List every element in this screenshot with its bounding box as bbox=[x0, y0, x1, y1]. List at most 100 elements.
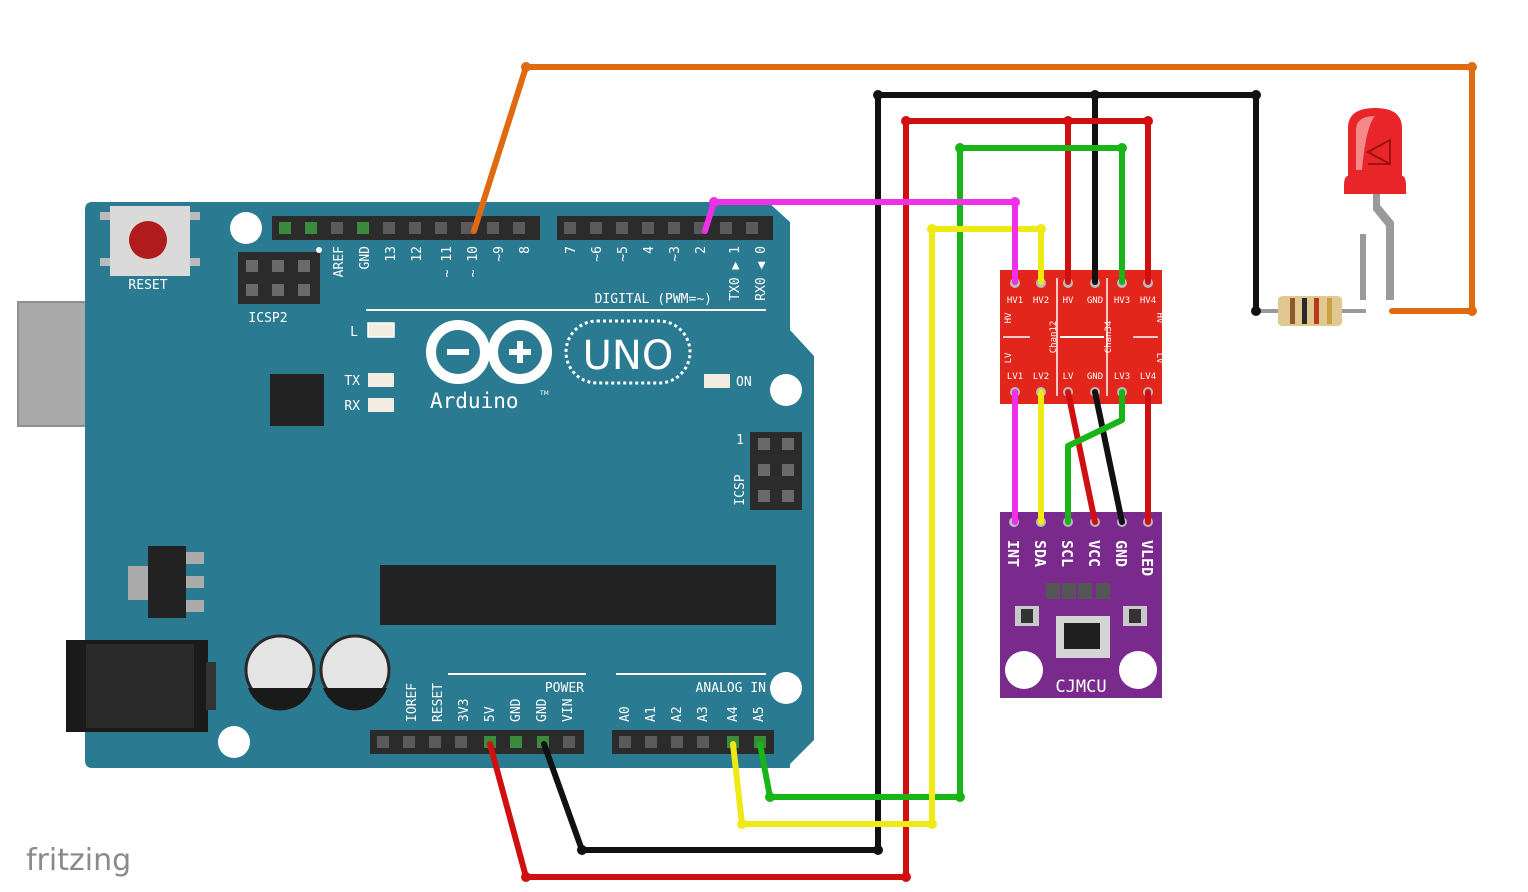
icsp-header bbox=[750, 432, 802, 510]
led-l bbox=[367, 322, 395, 338]
pin-label: 12 bbox=[410, 246, 425, 262]
sensor-pin-label: INT bbox=[1004, 540, 1022, 567]
shifter-pin-label: HV2 bbox=[1033, 296, 1049, 306]
pin-label: ~ 11 bbox=[440, 246, 455, 277]
led-rx bbox=[368, 398, 394, 412]
wire-red bbox=[487, 118, 1151, 880]
pin-label: 2 bbox=[694, 246, 709, 254]
pin-label: A0 bbox=[618, 706, 633, 722]
sensor-pin-label: SDA bbox=[1031, 540, 1049, 567]
shifter-pin-label: HV4 bbox=[1140, 296, 1156, 306]
digital-pin-labels: AREF GND 13 12 ~ 11 ~ 10 ~9 8 7 ~6 ~5 4 … bbox=[332, 246, 769, 301]
capacitor bbox=[244, 634, 316, 711]
digital-label: DIGITAL (PWM=~) bbox=[595, 292, 712, 307]
resistor bbox=[1256, 296, 1366, 326]
sensor-pin-label: SCL bbox=[1058, 540, 1076, 567]
pin-label: ~5 bbox=[616, 246, 631, 262]
wire-magenta bbox=[702, 199, 1018, 285]
pin-label: 13 bbox=[384, 246, 399, 262]
icsp2-label: ICSP2 bbox=[248, 311, 287, 326]
board-pcb bbox=[85, 202, 814, 768]
arduino-uno-board: RESET ICSP2 bbox=[17, 202, 814, 768]
wire-green bbox=[1065, 389, 1125, 525]
analog-label: ANALOG IN bbox=[696, 681, 766, 696]
wire-red bbox=[1065, 389, 1098, 525]
arduino-logo-icon bbox=[426, 319, 692, 385]
shifter-pin-label: GND bbox=[1087, 372, 1103, 382]
wire-black bbox=[1092, 389, 1125, 525]
power-label: POWER bbox=[545, 681, 584, 696]
icsp2-header bbox=[238, 252, 320, 304]
shifter-chan12: Chan12 bbox=[1049, 321, 1059, 354]
pin-label: AREF bbox=[332, 246, 347, 277]
led-tx bbox=[368, 373, 394, 387]
voltage-regulator bbox=[128, 546, 204, 618]
pin-label: GND bbox=[535, 698, 550, 722]
led-rx-label: RX bbox=[344, 399, 360, 414]
pin-label: ~9 bbox=[492, 246, 507, 262]
logo-tm: TM bbox=[539, 390, 549, 397]
shifter-side-label: LV bbox=[1004, 352, 1014, 363]
pin-label: 4 bbox=[642, 246, 657, 254]
led-l-label: L bbox=[350, 325, 358, 340]
header-digital-right bbox=[557, 216, 773, 240]
pin-label: 7 bbox=[564, 246, 579, 254]
icsp-label: ICSP bbox=[733, 474, 748, 505]
wire-black bbox=[541, 92, 1259, 853]
cjmcu-sensor-module: INT SDA SCL VCC GND VLED CJMCU bbox=[1000, 512, 1162, 698]
header-digital-left bbox=[272, 216, 540, 240]
pin-label: ~6 bbox=[590, 246, 605, 262]
pin-label: RX0 ◀ 0 bbox=[754, 246, 769, 301]
sensor-pin-label: GND bbox=[1112, 540, 1130, 567]
shifter-pin-label: LV2 bbox=[1033, 372, 1049, 382]
pin-label: A5 bbox=[752, 706, 767, 722]
logo-uno: UNO bbox=[583, 333, 674, 379]
icsp-pin1-label: 1 bbox=[736, 433, 744, 448]
shifter-pin-label: LV1 bbox=[1007, 372, 1023, 382]
power-pin-labels: IOREF RESET 3V3 5V GND GND VIN bbox=[405, 683, 576, 722]
led-on-label: ON bbox=[736, 375, 752, 390]
pin-label: RESET bbox=[431, 683, 446, 722]
capacitor bbox=[319, 634, 391, 711]
level-shifter-module: HV1 HV2 HV GND HV3 HV4 LV1 LV2 LV GND LV… bbox=[1000, 270, 1164, 404]
mount-hole bbox=[770, 374, 802, 406]
pin-label: GND bbox=[358, 246, 373, 270]
mount-hole bbox=[770, 672, 802, 704]
shifter-pin-label: LV bbox=[1063, 372, 1074, 382]
fritzing-watermark: fritzing bbox=[26, 843, 131, 878]
power-jack bbox=[66, 640, 216, 732]
pin-label: TX0 ▶ 1 bbox=[728, 246, 743, 301]
led-tx-label: TX bbox=[344, 374, 360, 389]
analog-pin-labels: A0 A1 A2 A3 A4 A5 bbox=[618, 706, 767, 722]
pin-label: 5V bbox=[483, 706, 498, 722]
shifter-pin-label: HV1 bbox=[1007, 296, 1023, 306]
led-on bbox=[704, 374, 730, 388]
wire-yellow bbox=[730, 226, 1044, 827]
pin-label: A3 bbox=[696, 706, 711, 722]
logo-arduino: Arduino bbox=[430, 389, 519, 413]
mount-hole bbox=[230, 212, 262, 244]
shifter-pin-label: HV3 bbox=[1114, 296, 1130, 306]
pin-label: A2 bbox=[670, 706, 685, 722]
pin-label: A4 bbox=[726, 706, 741, 722]
shifter-pin-label: LV3 bbox=[1114, 372, 1130, 382]
shifter-pin-label: HV bbox=[1063, 296, 1074, 306]
shifter-pin-label: GND bbox=[1087, 296, 1103, 306]
sensor-pin-label: VLED bbox=[1138, 540, 1156, 576]
shifter-chan34: Chan34 bbox=[1104, 321, 1114, 354]
reset-label: RESET bbox=[128, 278, 167, 293]
mount-hole bbox=[218, 726, 250, 758]
sensor-brand: CJMCU bbox=[1055, 677, 1106, 697]
mcu-chip bbox=[380, 565, 776, 625]
header-analog bbox=[612, 730, 774, 754]
pin-label: VIN bbox=[561, 699, 576, 722]
pin-label: IOREF bbox=[405, 683, 420, 722]
pin-label: A1 bbox=[644, 706, 659, 722]
shifter-side-label: HV bbox=[1004, 312, 1014, 323]
reset-button[interactable] bbox=[100, 206, 200, 276]
pin-label: 3V3 bbox=[457, 699, 472, 722]
wires bbox=[471, 62, 1477, 882]
header-power bbox=[370, 730, 584, 754]
pin-label: ~ 10 bbox=[466, 246, 481, 277]
